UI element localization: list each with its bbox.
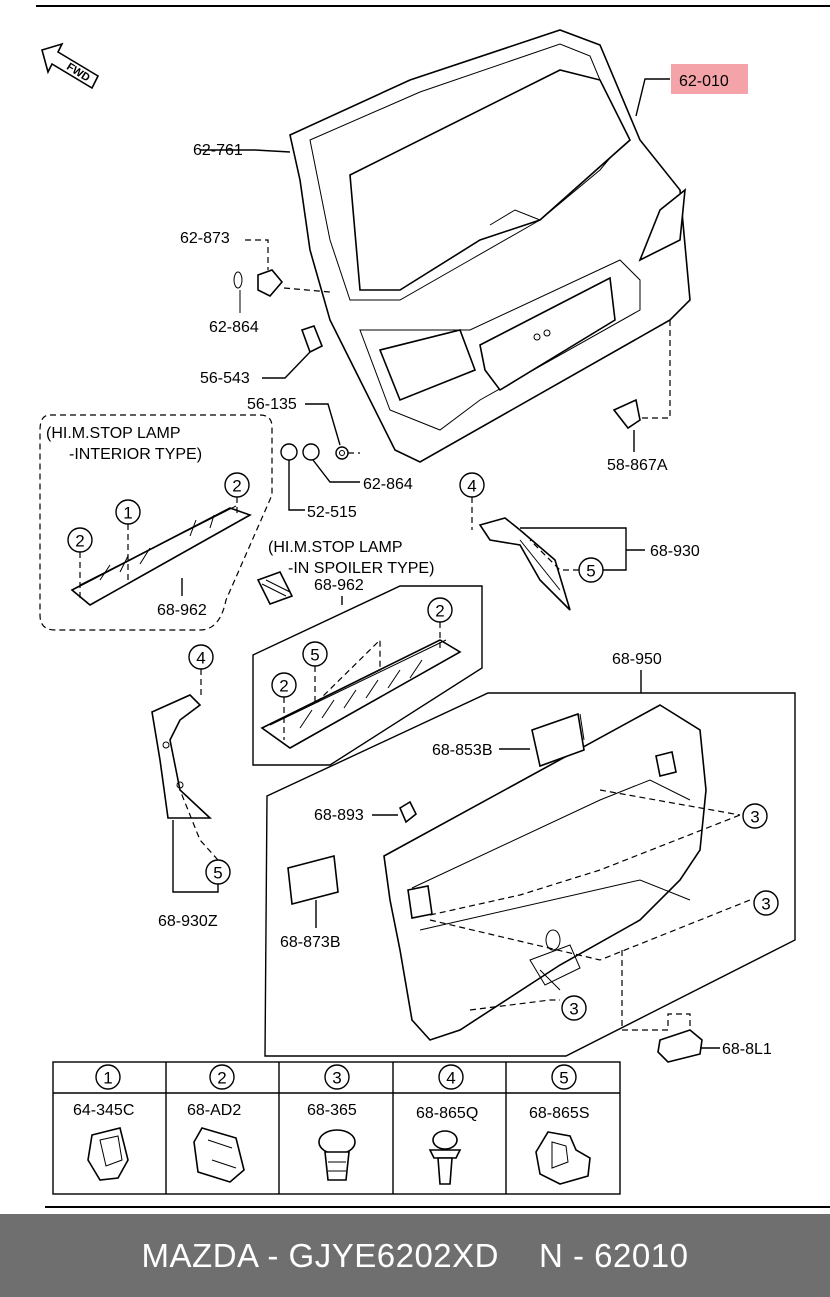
bracket-58-867a <box>612 320 671 430</box>
note-spoiler-line2: -IN SPOILER TYPE) <box>288 560 434 577</box>
cover-68-873b <box>287 854 339 906</box>
svg-text:2: 2 <box>279 677 288 696</box>
svg-text:2: 2 <box>75 532 84 551</box>
callout-2-spoiler-left: 2 <box>271 672 297 740</box>
callout-5-right: 5 <box>529 539 604 583</box>
spoiler-type-box <box>252 585 483 766</box>
legend-code-2: 68-AD2 <box>187 1102 241 1119</box>
legend-code-1: 64-345C <box>73 1102 134 1119</box>
svg-text:5: 5 <box>586 562 595 581</box>
legend-code-4: 68-865Q <box>416 1105 478 1122</box>
clip-68-ad2-icon <box>193 1127 245 1183</box>
label-62-864-a: 62-864 <box>209 319 259 336</box>
svg-text:5: 5 <box>310 646 319 665</box>
label-68-950: 68-950 <box>612 651 662 668</box>
reference-number-text: N - 62010 <box>539 1236 689 1274</box>
cover-68-853b <box>531 712 585 768</box>
parts-diagram: FWD 62-010 62-761 62-873 62-864 56-543 <box>36 5 830 1208</box>
label-68-853b: 68-853B <box>432 742 493 759</box>
label-62-761: 62-761 <box>193 142 243 159</box>
callout-3-a: 3 <box>742 803 768 829</box>
label-62-873: 62-873 <box>180 230 230 247</box>
callout-1-interior: 1 <box>115 499 141 580</box>
svg-text:5: 5 <box>213 864 222 883</box>
svg-text:1: 1 <box>123 504 132 523</box>
legend-num-5: 5 <box>559 1069 568 1088</box>
label-62-864-b: 62-864 <box>363 476 413 493</box>
main-part-highlight <box>671 64 748 94</box>
label-68-893: 68-893 <box>314 807 364 824</box>
legend-num-2: 2 <box>217 1069 226 1088</box>
legend-code-5: 68-865S <box>529 1105 590 1122</box>
stop-lamp-spoiler <box>260 639 462 749</box>
label-62-010: 62-010 <box>679 73 729 90</box>
lamp-68-8l1 <box>621 950 703 1063</box>
svg-text:4: 4 <box>196 649 205 668</box>
legend-num-1: 1 <box>103 1069 112 1088</box>
callout-2-interior-right: 2 <box>224 472 250 515</box>
note-spoiler-line1: (HI.M.STOP LAMP <box>268 539 403 556</box>
note-interior-line2: -INTERIOR TYPE) <box>69 446 202 463</box>
label-68-962-b: 68-962 <box>314 577 364 594</box>
legend-code-3: 68-365 <box>307 1102 357 1119</box>
part-56-543 <box>300 325 324 354</box>
fwd-arrow-icon: FWD <box>41 42 100 90</box>
callout-2-interior-left: 2 <box>67 527 93 602</box>
note-interior-line1: (HI.M.STOP LAMP <box>46 425 181 442</box>
callout-4-right: 4 <box>459 472 485 530</box>
label-68-8l1: 68-8L1 <box>722 1041 772 1058</box>
clip-68-365-icon <box>318 1129 356 1181</box>
svg-text:2: 2 <box>232 477 241 496</box>
svg-text:3: 3 <box>750 808 759 827</box>
clip-68-893 <box>398 800 418 824</box>
callout-3-b: 3 <box>753 890 779 916</box>
label-56-135: 56-135 <box>247 396 297 413</box>
callout-2-spoiler-right: 2 <box>427 597 453 648</box>
label-52-515: 52-515 <box>307 504 357 521</box>
trim-68-930 <box>478 517 571 611</box>
bumper-stop-part <box>233 269 331 297</box>
trim-68-930z <box>151 694 213 819</box>
interior-type-box <box>39 414 273 631</box>
label-68-930: 68-930 <box>650 543 700 560</box>
svg-text:4: 4 <box>467 477 476 496</box>
trim-panel-box <box>264 692 796 1057</box>
legend-num-3: 3 <box>332 1069 341 1088</box>
label-68-962-a: 68-962 <box>157 602 207 619</box>
clip-68-865q-icon <box>428 1130 462 1185</box>
label-58-867a: 58-867A <box>607 457 668 474</box>
callout-5-spoiler: 5 <box>302 638 381 706</box>
callout-4-left: 4 <box>188 644 214 695</box>
stop-lamp-interior <box>70 505 252 606</box>
label-68-873b: 68-873B <box>280 934 341 951</box>
part-number-banner: MAZDA - GJYE6202XD N - 62010 <box>0 1214 830 1297</box>
svg-text:3: 3 <box>761 895 770 914</box>
part-number-text: MAZDA - GJYE6202XD <box>141 1236 499 1274</box>
direction-arrow-icon <box>256 571 294 605</box>
svg-text:2: 2 <box>435 602 444 621</box>
liftgate-panel <box>289 29 691 463</box>
svg-text:3: 3 <box>569 1000 578 1019</box>
legend-num-4: 4 <box>446 1069 455 1088</box>
label-56-543: 56-543 <box>200 370 250 387</box>
callout-3-c: 3 <box>561 995 587 1021</box>
clip-68-865s-icon <box>535 1131 591 1185</box>
label-68-930z: 68-930Z <box>158 913 218 930</box>
grommet-set <box>280 443 360 461</box>
fastener-legend: 1 2 3 4 5 64-345C 68-AD2 68-365 68-865Q … <box>52 1061 621 1195</box>
clip-64-345c-icon <box>87 1127 129 1181</box>
